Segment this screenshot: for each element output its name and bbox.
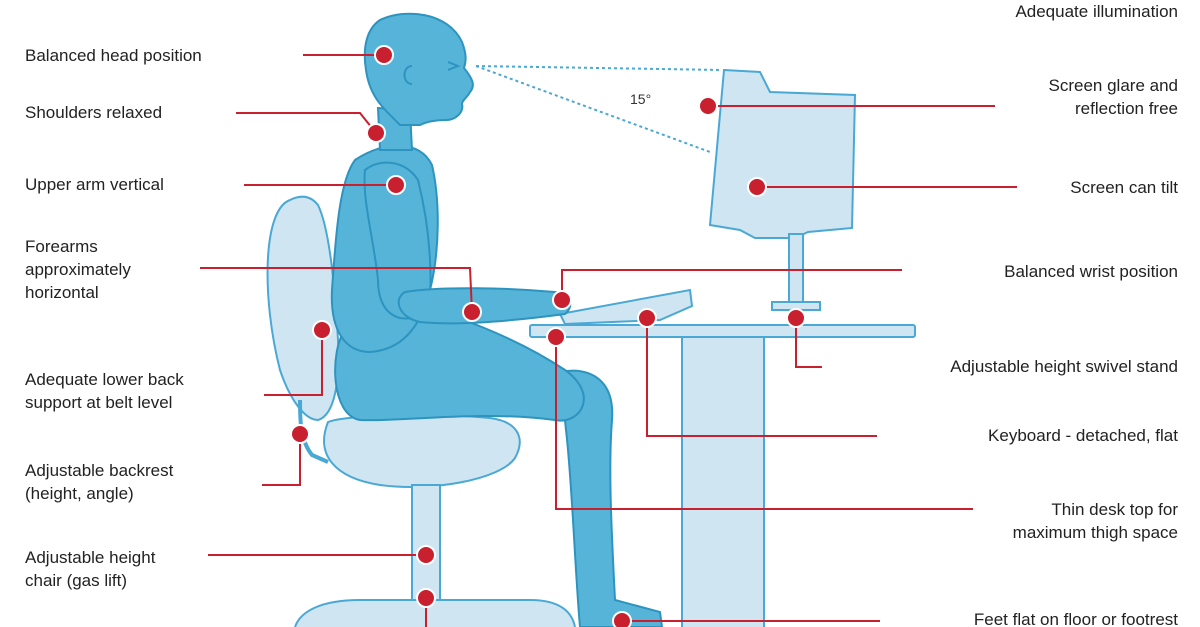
label-adjustable-height-chair: Adjustable height chair (gas lift) — [25, 548, 156, 590]
desk — [529, 324, 916, 627]
monitor — [708, 68, 857, 311]
person-ear — [403, 65, 413, 85]
marker-swivel — [786, 308, 806, 328]
leader-lines — [200, 54, 1017, 627]
leader-wrist — [561, 269, 902, 300]
label-upper-arm-vertical: Upper arm vertical — [25, 175, 164, 194]
desk-leg — [681, 336, 765, 627]
marker-chair-base — [416, 588, 436, 608]
marker-screen-tilt — [747, 177, 767, 197]
label-keyboard: Keyboard - detached, flat — [988, 426, 1178, 445]
marker-desk-top — [546, 327, 566, 347]
marker-lower-back — [312, 320, 332, 340]
leader-shoulders — [236, 112, 377, 134]
marker-chair-height — [416, 545, 436, 565]
markers — [290, 45, 806, 627]
sight-line-lower — [475, 65, 711, 153]
label-shoulders-relaxed: Shoulders relaxed — [25, 103, 163, 122]
label-screen-glare: Screen glare and reflection free — [1048, 76, 1178, 118]
leader-backrest — [262, 434, 301, 486]
sight-lines — [475, 65, 723, 153]
marker-keyboard — [637, 308, 657, 328]
marker-head — [374, 45, 394, 65]
chair-backrest — [266, 195, 340, 422]
label-balanced-head-position: Balanced head position — [25, 46, 202, 65]
label-feet-flat: Feet flat on floor or footrest — [973, 610, 1178, 627]
chair-seat — [323, 413, 521, 488]
marker-shoulders — [366, 123, 386, 143]
label-balanced-wrist-position: Balanced wrist position — [1004, 262, 1178, 281]
label-screen-can-tilt: Screen can tilt — [1070, 178, 1178, 197]
chair-base — [294, 599, 576, 627]
chair-gas-lift — [411, 484, 441, 601]
leader-lower-back — [264, 330, 323, 396]
seated-person — [330, 12, 664, 627]
leader-forearms — [200, 267, 473, 313]
person-lower-leg — [558, 369, 664, 627]
marker-screen-glare — [698, 96, 718, 116]
label-adjustable-backrest: Adjustable backrest (height, angle) — [25, 461, 174, 503]
person-head — [363, 12, 474, 126]
marker-backrest — [290, 424, 310, 444]
viewing-angle-label: 15° — [630, 91, 651, 107]
label-forearms-horizontal: Forearms approximately horizontal — [25, 237, 131, 302]
marker-upper-arm — [386, 175, 406, 195]
marker-forearms — [462, 302, 482, 322]
label-thin-desk-top: Thin desk top for maximum thigh space — [1012, 500, 1178, 542]
person-forearm — [397, 287, 572, 325]
monitor-screen — [708, 68, 857, 239]
leader-swivel — [795, 318, 822, 368]
leader-desk-top — [555, 337, 973, 510]
keyboard — [558, 288, 694, 326]
label-lower-back-support: Adequate lower back support at belt leve… — [25, 370, 184, 412]
desk-top — [529, 324, 916, 338]
marker-wrist — [552, 290, 572, 310]
marker-feet — [612, 611, 632, 627]
label-adequate-illumination: Adequate illumination — [1015, 2, 1178, 21]
label-swivel-stand: Adjustable height swivel stand — [950, 357, 1178, 376]
sight-line-upper — [475, 65, 723, 71]
person-eye — [447, 61, 461, 71]
leader-keyboard — [646, 318, 877, 437]
